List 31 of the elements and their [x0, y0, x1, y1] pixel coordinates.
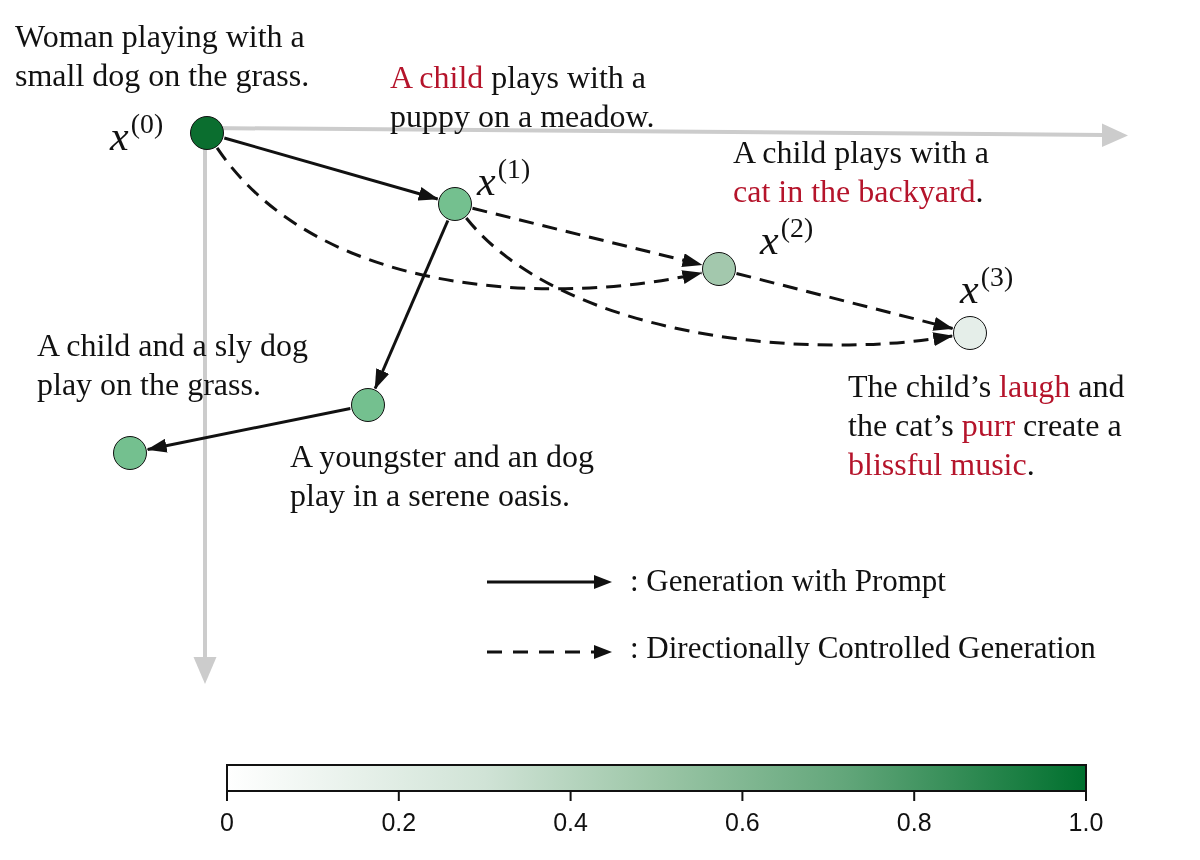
point-circle [113, 436, 147, 470]
tick-label: 0.8 [896, 808, 932, 836]
point-circle [351, 388, 385, 422]
point-label: x$^{(0)}$ [110, 110, 164, 158]
point-circle [438, 187, 472, 221]
sentence-text: A youngster and an dog play in a serene oasis. [290, 437, 595, 515]
point-circle [702, 252, 736, 286]
dashed-arrow [465, 217, 954, 347]
sentence-text: Woman playing with a small dog on the grass. [15, 17, 311, 95]
legend-text: : Directionally Controlled Generation [630, 630, 1096, 666]
sentence-text: The child’s laugh and the cat’s purr create a blissful music. [848, 367, 1126, 484]
sentence-text: A child plays with a cat in the backyard. [733, 133, 990, 211]
sentence-text: A child plays with a puppy on a meadow. [390, 58, 656, 136]
arrow [373, 219, 450, 390]
dashed-arrow [472, 206, 703, 267]
tick-label: 0.4 [553, 808, 588, 836]
tick-label: 0.6 [725, 808, 760, 836]
tick-label: 0 [220, 808, 234, 836]
point-label: x$^{(3)}$ [960, 263, 1014, 311]
point-circle [953, 316, 987, 350]
arrow [146, 407, 351, 453]
arrow [223, 136, 439, 201]
point-label: x$^{(2)}$ [760, 214, 814, 262]
point-circle [190, 116, 224, 150]
sentence-text: A child and a sly dog play on the grass. [37, 326, 310, 404]
tick-label: 0.2 [381, 808, 417, 836]
dashed-arrow [736, 272, 954, 331]
dashed-arrow [215, 146, 703, 291]
tick-label: 1.0 [1068, 808, 1104, 836]
point-label: x$^{(1)}$ [477, 155, 531, 203]
legend-text: : Generation with Prompt [630, 563, 946, 599]
